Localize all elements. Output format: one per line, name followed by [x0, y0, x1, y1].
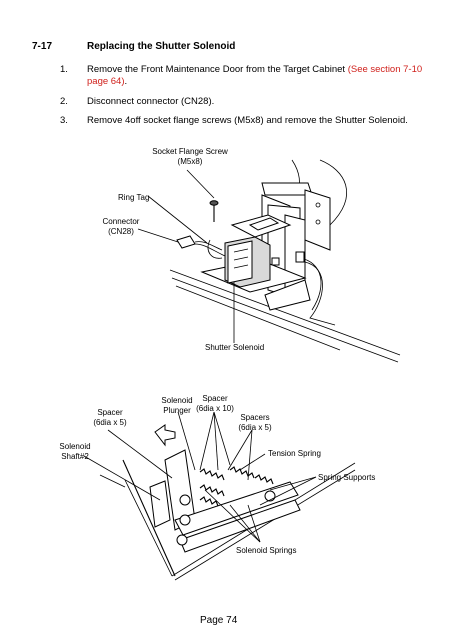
label-text-size: (6dia x 5) [93, 418, 127, 427]
label-spacer-6x10: Spacer (6dia x 10) [190, 394, 240, 414]
label-socket-flange-screw: Socket Flange Screw (M5x8) [150, 147, 230, 167]
label-tension-spring: Tension Spring [268, 449, 321, 458]
label-spacer-6x5: Spacer (6dia x 5) [85, 408, 135, 428]
label-connector: Connector (CN28) [98, 217, 144, 237]
step-3: 3. Remove 4off socket flange screws (M5x… [60, 115, 430, 129]
label-text: Spacer [97, 408, 123, 417]
label-text: Spacer [202, 394, 228, 403]
step-2: 2. Disconnect connector (CN28). [60, 96, 430, 110]
label-spring-supports: Spring Supports [318, 473, 376, 482]
section-title: Replacing the Shutter Solenoid [87, 41, 236, 52]
step-text: Remove the Front Maintenance Door from t… [87, 64, 427, 88]
label-text: Solenoid [161, 396, 193, 405]
step-number: 2. [60, 96, 68, 107]
label-text: Solenoid [59, 442, 91, 451]
step-1: 1. Remove the Front Maintenance Door fro… [60, 64, 430, 90]
label-text-size: (M5x8) [177, 157, 203, 166]
label-text-size: (6dia x 5) [238, 423, 272, 432]
label-text-2: Plunger [163, 406, 191, 415]
label-spacers: Spacers (6dia x 5) [230, 413, 280, 433]
label-solenoid-springs: Solenoid Springs [236, 546, 297, 555]
page-number: Page 74 [200, 615, 238, 626]
label-text-2: Shaft#2 [61, 452, 89, 461]
label-ring-tag: Ring Tag [118, 193, 150, 202]
label-solenoid-plunger: Solenoid Plunger [152, 396, 202, 416]
step-number: 1. [60, 64, 68, 75]
section-number: 7-17 [32, 41, 53, 52]
step-text: Remove 4off socket flange screws (M5x8) … [87, 115, 408, 126]
label-text: Spacers [240, 413, 270, 422]
step-number: 3. [60, 115, 68, 126]
label-text-size: (6dia x 10) [196, 404, 234, 413]
label-text: Socket Flange Screw [152, 147, 228, 156]
label-text: Connector [102, 217, 140, 226]
label-shutter-solenoid: Shutter Solenoid [205, 343, 265, 352]
step-text-main: Remove the Front Maintenance Door from t… [87, 64, 346, 75]
label-text-id: (CN28) [108, 227, 134, 236]
label-solenoid-shaft: Solenoid Shaft#2 [50, 442, 100, 462]
section-reference-link[interactable]: (See section 7-10 page 64) [87, 64, 423, 87]
step-text-end: . [124, 76, 128, 87]
step-text: Disconnect connector (CN28). [87, 96, 215, 107]
